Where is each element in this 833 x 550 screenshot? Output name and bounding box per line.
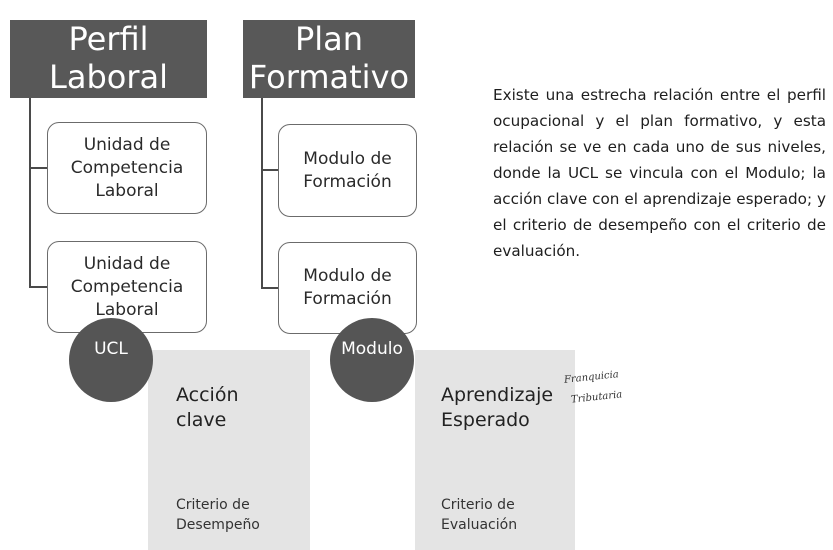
criterio-evaluacion-label: Criterio de Evaluación <box>441 495 517 535</box>
box-line: Competencia <box>70 276 184 297</box>
card-sub-line: Criterio de <box>441 497 515 513</box>
connector-vertical-right <box>261 98 263 288</box>
plan-formativo-header: Plan Formativo <box>243 20 415 98</box>
modulo-box: Modulo de Formación <box>278 124 417 217</box>
ucl-box: Unidad de Competencia Laboral <box>47 122 207 214</box>
card-sub-line: Criterio de <box>176 497 250 513</box>
circle-label: Modulo <box>341 339 403 359</box>
connector-branch <box>29 286 47 288</box>
box-line: Modulo de <box>303 266 392 286</box>
tributaria-stamp: Tributaria <box>570 389 623 406</box>
header-line: Laboral <box>49 58 168 96</box>
box-line: Modulo de <box>303 148 392 169</box>
box-line: Formación <box>303 171 392 192</box>
box-line: Unidad de <box>83 134 171 155</box>
card-title-line: Esperado <box>441 409 530 431</box>
card-title-line: clave <box>176 409 227 431</box>
aprendizaje-esperado-card <box>415 350 575 550</box>
card-sub-line: Evaluación <box>441 517 518 533</box>
header-line: Perfil <box>68 20 149 58</box>
ucl-box: Unidad de Competencia Laboral <box>47 241 207 333</box>
accion-clave-title: Acción clave <box>176 383 239 433</box>
card-sub-line: Desempeño <box>176 517 260 533</box>
accion-clave-card <box>148 350 310 550</box>
connector-branch <box>261 287 278 289</box>
modulo-circle: Modulo <box>330 318 414 402</box>
modulo-box: Modulo de Formación <box>278 242 417 334</box>
description-paragraph: Existe una estrecha relación entre el pe… <box>493 86 826 260</box>
connector-branch <box>29 167 47 169</box>
header-line: Plan <box>294 20 364 58</box>
header-line: Formativo <box>248 58 410 96</box>
box-line: Competencia <box>70 157 184 178</box>
circle-label: UCL <box>94 339 128 359</box>
box-line: Unidad de <box>83 253 171 274</box>
box-line: Laboral <box>95 180 159 201</box>
card-title-line: Acción <box>176 384 239 406</box>
box-line: Formación <box>303 289 392 309</box>
connector-vertical-left <box>29 98 31 288</box>
card-title-line: Aprendizaje <box>441 384 554 406</box>
perfil-laboral-header: Perfil Laboral <box>10 20 207 98</box>
aprendizaje-esperado-title: Aprendizaje Esperado <box>441 383 553 433</box>
criterio-desempeno-label: Criterio de Desempeño <box>176 495 260 535</box>
connector-branch <box>261 169 278 171</box>
ucl-circle: UCL <box>69 318 153 402</box>
box-line: Laboral <box>95 299 159 320</box>
